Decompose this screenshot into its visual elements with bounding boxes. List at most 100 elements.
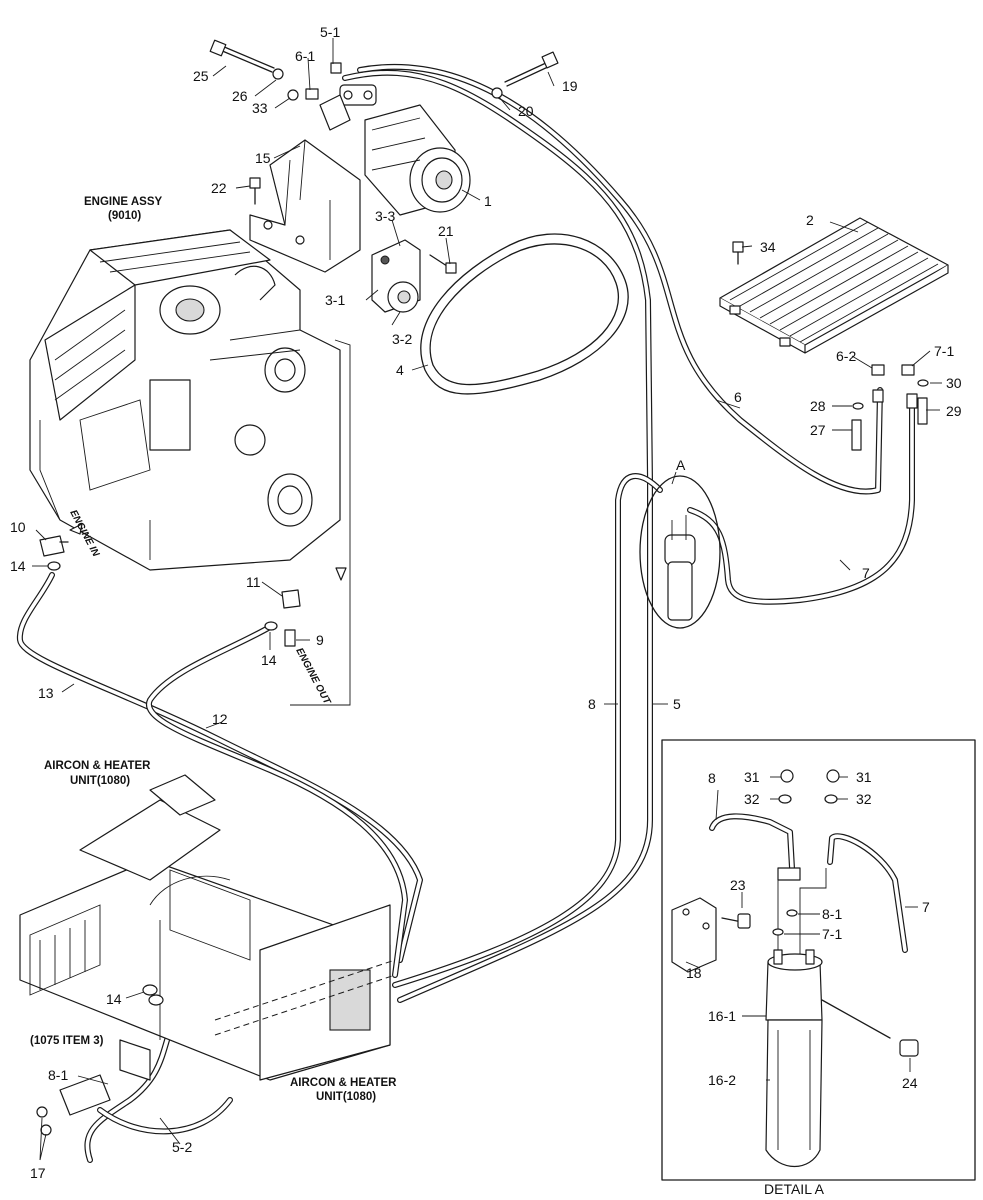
aircon-caption-top-2: UNIT(1080)	[70, 775, 130, 787]
detail-callout-32-left: 32	[744, 791, 760, 807]
hose-5	[342, 69, 653, 1003]
callout-5: 5	[673, 696, 681, 712]
engine-assembly	[29, 229, 341, 571]
callout-2: 2	[806, 212, 814, 228]
detail-callout-31-left: 31	[744, 769, 760, 785]
fitting-10	[39, 535, 69, 557]
callout-12: 12	[212, 711, 228, 727]
callout-34: 34	[760, 239, 776, 255]
callout-17: 17	[30, 1165, 46, 1181]
callout-3-2: 3-2	[392, 331, 412, 347]
bracket-15	[249, 139, 361, 273]
leader-lines	[32, 38, 942, 1161]
callout-1: 1	[484, 193, 492, 209]
clamp-14-bottom-b	[148, 994, 164, 1006]
callout-15: 15	[255, 150, 271, 166]
callout-14-left: 14	[10, 558, 26, 574]
callout-28: 28	[810, 398, 826, 414]
detail-callout-32-right: 32	[856, 791, 872, 807]
detail-callout-23: 23	[730, 877, 746, 893]
callout-3-1: 3-1	[325, 292, 345, 308]
detail-a-title: DETAIL A	[764, 1181, 825, 1197]
detail-a-circle	[639, 475, 721, 629]
callout-5-2: 5-2	[172, 1139, 192, 1155]
callout-9: 9	[316, 632, 324, 648]
callout-14-bottom: 14	[106, 991, 122, 1007]
callout-19: 19	[562, 78, 578, 94]
bolt-21	[429, 254, 457, 274]
callout-29: 29	[946, 403, 962, 419]
item-ref-caption: (1075 ITEM 3)	[30, 1035, 104, 1047]
callout-22: 22	[211, 180, 227, 196]
detail-callout-7: 7	[922, 899, 930, 915]
detail-callout-18: 18	[686, 965, 702, 981]
fitting-11	[281, 589, 301, 609]
detail-callout-16-1: 16-1	[708, 1008, 736, 1024]
hose-8	[392, 473, 663, 988]
callout-6-2: 6-2	[836, 348, 856, 364]
callout-11: 11	[246, 574, 261, 590]
washer-20	[491, 87, 503, 99]
callout-8-1: 8-1	[48, 1067, 68, 1083]
bolt-25	[209, 39, 275, 73]
engine-in-arrow	[69, 523, 83, 535]
callout-33: 33	[252, 100, 268, 116]
aircon-caption-bottom-1: AIRCON & HEATER	[290, 1077, 397, 1089]
bracket-bottom-left	[36, 1039, 151, 1136]
aircon-heater-unit	[19, 774, 396, 1081]
callout-27: 27	[810, 422, 826, 438]
fittings-right	[851, 364, 929, 451]
callout-8: 8	[588, 696, 596, 712]
condenser	[719, 217, 949, 354]
bolt-19	[504, 51, 559, 87]
compressor	[319, 84, 471, 216]
engine-out-arrow	[335, 567, 347, 581]
detail-a-box	[661, 739, 976, 1181]
clamp-14-mid	[264, 621, 278, 631]
fitting-5-1	[330, 62, 342, 74]
engine-outline-bracket	[290, 339, 351, 706]
detail-a-marker: A	[676, 457, 686, 473]
callout-30: 30	[946, 375, 962, 391]
aircon-caption-bottom-2: UNIT(1080)	[316, 1091, 376, 1103]
callout-6: 6	[734, 389, 742, 405]
fitting-6-1	[305, 88, 319, 100]
bolt-34	[732, 241, 744, 265]
callout-26: 26	[232, 88, 248, 104]
callout-21: 21	[438, 223, 454, 239]
washer-26	[272, 68, 284, 80]
detail-callout-16-2: 16-2	[708, 1072, 736, 1088]
detail-a-drawing	[671, 769, 919, 1167]
callout-13: 13	[38, 685, 54, 701]
detail-callout-8: 8	[708, 770, 716, 786]
drive-belt	[420, 233, 629, 395]
detail-callout-24: 24	[902, 1075, 918, 1091]
hose-12	[145, 624, 408, 978]
washer-33	[287, 89, 299, 101]
detail-callout-31-right: 31	[856, 769, 872, 785]
callout-3-3: 3-3	[375, 208, 395, 224]
aircon-caption-top-1: AIRCON & HEATER	[44, 760, 151, 772]
callout-5-1: 5-1	[320, 24, 340, 40]
callout-25: 25	[193, 68, 209, 84]
engine-assy-caption: ENGINE ASSY	[84, 196, 163, 208]
engine-out-caption: ENGINE OUT	[293, 646, 332, 707]
callout-4: 4	[396, 362, 404, 378]
clamp-14-left	[47, 561, 61, 571]
nipple-9	[284, 629, 296, 647]
tensioner	[371, 239, 421, 313]
clamp-14-bottom-a	[142, 984, 158, 996]
callout-7: 7	[862, 565, 870, 581]
callout-6-1: 6-1	[295, 48, 315, 64]
hose-7	[687, 397, 915, 605]
detail-callout-8-1: 8-1	[822, 906, 842, 922]
detail-callout-7-1: 7-1	[822, 926, 842, 942]
callout-14-mid: 14	[261, 652, 277, 668]
hose-13	[16, 572, 423, 963]
callout-10: 10	[10, 519, 26, 535]
bolt-22	[249, 177, 261, 205]
callout-7-1: 7-1	[934, 343, 954, 359]
callout-20: 20	[518, 103, 534, 119]
